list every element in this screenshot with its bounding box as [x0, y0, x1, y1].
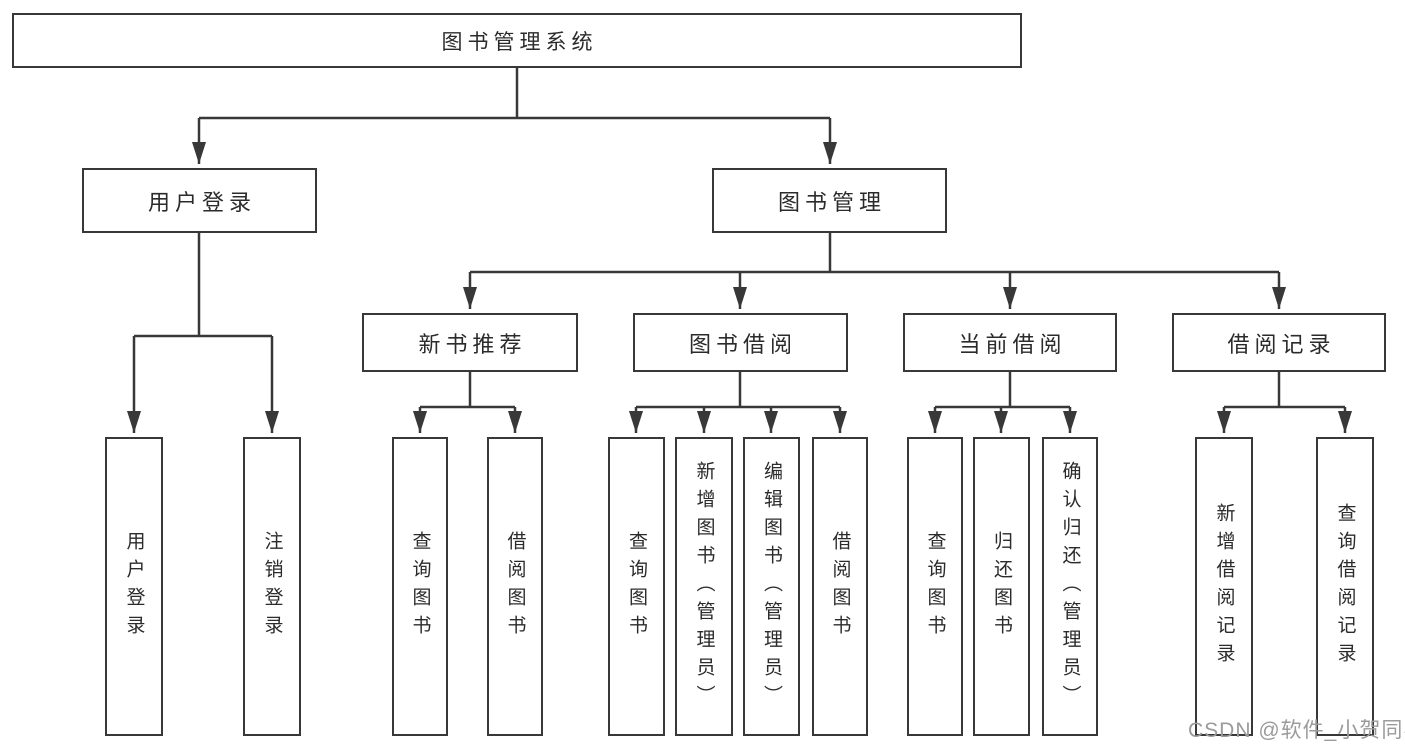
leaf-current-return-books: 归还图书 — [973, 437, 1030, 736]
leaf-current-query-books: 查询图书 — [907, 437, 963, 736]
watermark: CSDN @软件_小贺同学 — [1188, 719, 1405, 742]
node-book-management: 图书管理 — [712, 168, 947, 233]
leaf-newbook-query-books: 查询图书 — [392, 437, 448, 736]
leaf-borrow-borrow-books: 借阅图书 — [812, 437, 868, 736]
node-current-borrow: 当前借阅 — [903, 313, 1117, 372]
leaf-borrow-edit-books-admin: 编辑图书（管理员） — [743, 437, 800, 736]
node-book-borrow: 图书借阅 — [633, 313, 848, 372]
leaf-records-query-record: 查询借阅记录 — [1316, 437, 1374, 736]
leaf-borrow-query-books: 查询图书 — [608, 437, 665, 736]
leaf-records-add-record: 新增借阅记录 — [1195, 437, 1253, 736]
leaf-borrow-add-books-admin: 新增图书（管理员） — [675, 437, 733, 736]
node-new-book-recommend: 新书推荐 — [362, 313, 578, 372]
leaf-current-confirm-return-admin: 确认归还（管理员） — [1042, 437, 1098, 736]
leaf-logout: 注销登录 — [243, 437, 301, 736]
node-borrow-records: 借阅记录 — [1172, 313, 1386, 372]
node-user-login: 用户登录 — [82, 168, 317, 233]
leaf-newbook-borrow-books: 借阅图书 — [487, 437, 543, 736]
node-root: 图书管理系统 — [12, 13, 1022, 68]
leaf-user-login: 用户登录 — [105, 437, 163, 736]
